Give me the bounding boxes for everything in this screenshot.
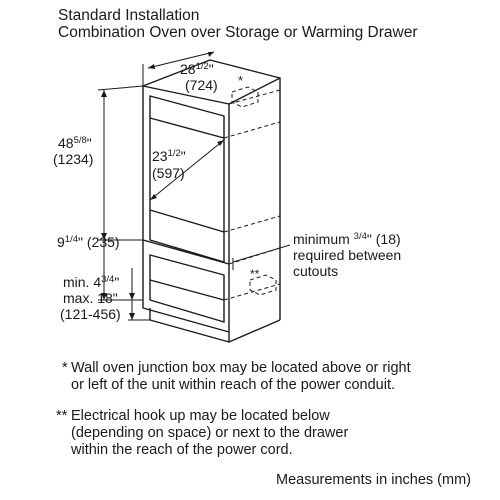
hidden-top-right [228,89,281,105]
cabinet-plinth-right [228,319,281,343]
dim-depth-mm: (597) [152,165,185,181]
drawer-front [149,254,225,323]
arrow-height-top [101,90,107,97]
arrow-width-left [148,64,155,69]
cabinet-plinth [149,308,230,343]
oven-shelf-line [149,117,225,139]
hidden-oven-back [223,121,281,139]
hidden-drawer-mid [223,283,281,301]
arrow-width-right [208,52,214,57]
junction-box-star: * [238,73,244,88]
dim-width-label: 281/2" [180,61,214,77]
arrow-height-bottom [101,233,107,240]
oven-bottom-line [149,209,225,233]
drawer-top [142,239,230,265]
arrow-depth-top [217,140,224,146]
hookup-star: ** [250,267,260,281]
dim-floor-max: max. 18" [63,290,118,306]
minimum-callout-line1: minimum 3/4" (18) [293,231,401,247]
dim-height-tick-top [97,85,144,91]
note2-line3: within the reach of the power cord. [71,442,293,458]
note2-line2: (depending on space) or next to the draw… [71,425,349,441]
dim-height-mm: (1234) [53,151,94,167]
dim-minimum-leader [232,244,291,263]
diagram-title-line1: Standard Installation [58,7,200,24]
cabinet-top [142,59,281,105]
dim-width-line [147,51,215,69]
dim-depth-label: 231/2" [152,148,186,164]
diagram-title-line2: Combination Oven over Storage or Warming… [58,24,418,41]
note2-marker: ** [56,408,68,424]
drawer-inner [149,279,225,301]
dim-depth-line [149,139,225,201]
note1-line2: or left of the unit within reach of the … [71,377,396,393]
arrow-floor-bottom [129,313,135,320]
dim-width-mm: (724) [185,77,218,93]
minimum-callout-line3: cutouts [293,263,339,279]
cabinet-front-outline [142,85,230,333]
measurements-footer: Measurements in inches (mm) [276,472,471,488]
dim-drawer-label: 91/4" (235) [57,234,120,250]
arrow-drawer-bottom [101,293,107,300]
arrow-depth-bottom [150,194,157,200]
dim-height-label: 485/8" [58,135,92,151]
arrow-floor-top [129,293,135,300]
minimum-callout-line2: required between [293,247,402,263]
note2-line1: Electrical hook up may be located below [71,408,330,424]
note1-marker: * [62,360,68,376]
dim-floor-min: min. 43/4" [63,274,120,290]
dim-floor-mm: (121-456) [60,306,121,322]
junction-box-top [231,86,259,108]
hidden-oven-mid [223,215,281,233]
hookup-box-bottom [249,274,277,296]
note1-line1: Wall oven junction box may be located ab… [71,360,411,376]
